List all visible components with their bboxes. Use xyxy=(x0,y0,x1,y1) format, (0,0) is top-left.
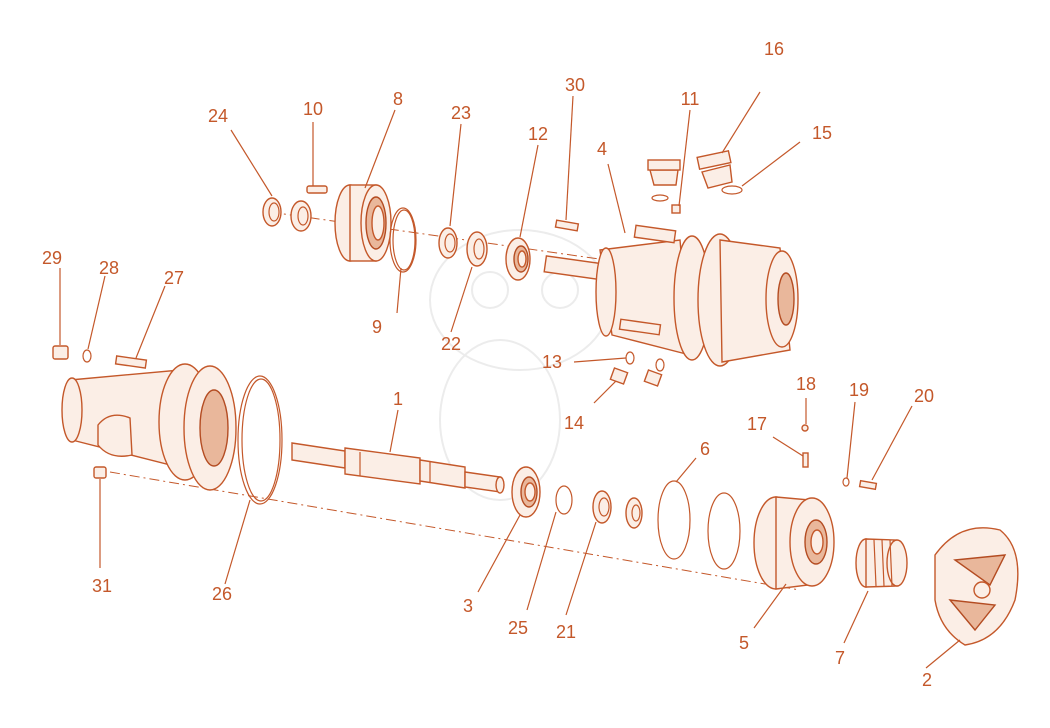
callout-labels: 1 2 3 4 5 6 7 8 9 10 11 12 13 14 15 16 1… xyxy=(42,39,934,690)
callout-21: 21 xyxy=(556,622,576,642)
callout-6: 6 xyxy=(700,439,710,459)
part-6-o-ring xyxy=(657,480,741,570)
callout-20: 20 xyxy=(914,386,934,406)
callout-12: 12 xyxy=(528,124,548,144)
part-23-bearing xyxy=(438,227,458,259)
callout-10: 10 xyxy=(303,99,323,119)
part-30-key xyxy=(554,219,580,232)
part-15-o-ring xyxy=(721,185,743,195)
part-seal-second xyxy=(625,497,643,529)
callout-7: 7 xyxy=(835,648,845,668)
part-29-nut xyxy=(52,345,69,360)
callout-30: 30 xyxy=(565,75,585,95)
part-frame xyxy=(61,363,237,491)
part-28-washer xyxy=(82,349,92,363)
callout-14: 14 xyxy=(564,413,584,433)
callout-18: 18 xyxy=(796,374,816,394)
part-11-plug xyxy=(647,159,681,214)
callout-8: 8 xyxy=(393,89,403,109)
part-14-fitting xyxy=(609,367,663,387)
callout-4: 4 xyxy=(597,139,607,159)
part-17-pin xyxy=(802,452,809,468)
callout-22: 22 xyxy=(441,334,461,354)
part-13-washer xyxy=(625,351,665,372)
part-18-pin xyxy=(801,424,809,432)
callout-29: 29 xyxy=(42,248,62,268)
part-2-impeller xyxy=(934,527,1019,646)
part-22-lock-washer xyxy=(466,231,488,267)
part-10-bearing xyxy=(290,185,328,232)
callout-23: 23 xyxy=(451,103,471,123)
center-axes xyxy=(109,211,801,591)
callout-26: 26 xyxy=(212,584,232,604)
part-16-plug xyxy=(696,149,733,189)
part-9-o-ring xyxy=(389,207,417,273)
callout-9: 9 xyxy=(372,317,382,337)
part-7-sleeve xyxy=(855,538,908,588)
part-8-cap xyxy=(334,184,392,262)
part-26-gasket xyxy=(237,375,283,505)
callout-28: 28 xyxy=(99,258,119,278)
callout-11: 11 xyxy=(681,89,700,109)
callout-17: 17 xyxy=(747,414,767,434)
callout-31: 31 xyxy=(92,576,112,596)
part-3-bearing xyxy=(511,466,541,518)
callout-2: 2 xyxy=(922,670,932,690)
part-20-screw xyxy=(858,479,878,491)
callout-3: 3 xyxy=(463,596,473,616)
part-1-shaft xyxy=(291,442,505,494)
part-27-stud xyxy=(114,355,148,369)
callout-19: 19 xyxy=(849,380,869,400)
part-19-washer xyxy=(842,477,850,487)
callout-13: 13 xyxy=(542,352,562,372)
callout-15: 15 xyxy=(812,123,832,143)
part-25-circlip xyxy=(555,485,573,515)
part-31-nut xyxy=(93,466,107,479)
callout-24: 24 xyxy=(208,106,228,126)
callout-27: 27 xyxy=(164,268,184,288)
callout-25: 25 xyxy=(508,618,528,638)
part-4-housing xyxy=(543,224,799,367)
part-5-seal-housing xyxy=(753,496,835,590)
part-24-ring xyxy=(262,197,282,227)
callout-16: 16 xyxy=(764,39,784,59)
part-21-seal xyxy=(592,490,612,524)
leader-lines xyxy=(59,91,961,669)
callout-1: 1 xyxy=(393,389,403,409)
part-12-bearing xyxy=(505,237,531,281)
callout-5: 5 xyxy=(739,633,749,653)
